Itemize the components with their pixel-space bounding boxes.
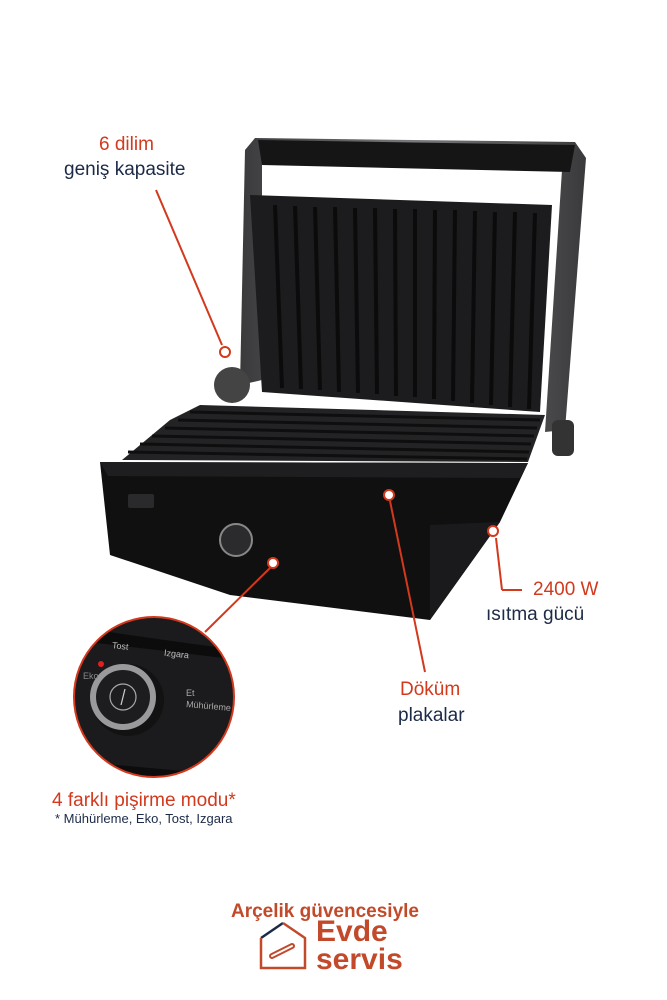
- dial-label-tost: Tost: [111, 640, 129, 652]
- power-subtitle: ısıtma gücü: [486, 604, 585, 625]
- capacity-subtitle: geniş kapasite: [64, 159, 186, 180]
- callout-lines: [155, 189, 522, 673]
- brand-line1: Evde: [316, 915, 388, 948]
- grill-lid: [214, 138, 586, 456]
- dial-label-eko: Eko: [83, 671, 99, 681]
- grill-base: [100, 405, 545, 620]
- plates-subtitle: plakalar: [398, 705, 465, 726]
- modes-note: * Mühürleme, Eko, Tost, Izgara: [55, 811, 233, 826]
- brand-tagline: Arçelik güvencesiyle: [231, 901, 419, 922]
- power-title: 2400 W: [533, 579, 599, 600]
- brand-line2: servis: [316, 943, 403, 976]
- plates-title: Döküm: [400, 679, 461, 700]
- dial-label-et: Et: [186, 688, 195, 698]
- house-wrench-icon: [259, 921, 307, 970]
- modes-title: 4 farklı pişirme modu*: [52, 790, 236, 811]
- capacity-title: 6 dilim: [99, 134, 154, 155]
- lid-ribs: [273, 204, 537, 410]
